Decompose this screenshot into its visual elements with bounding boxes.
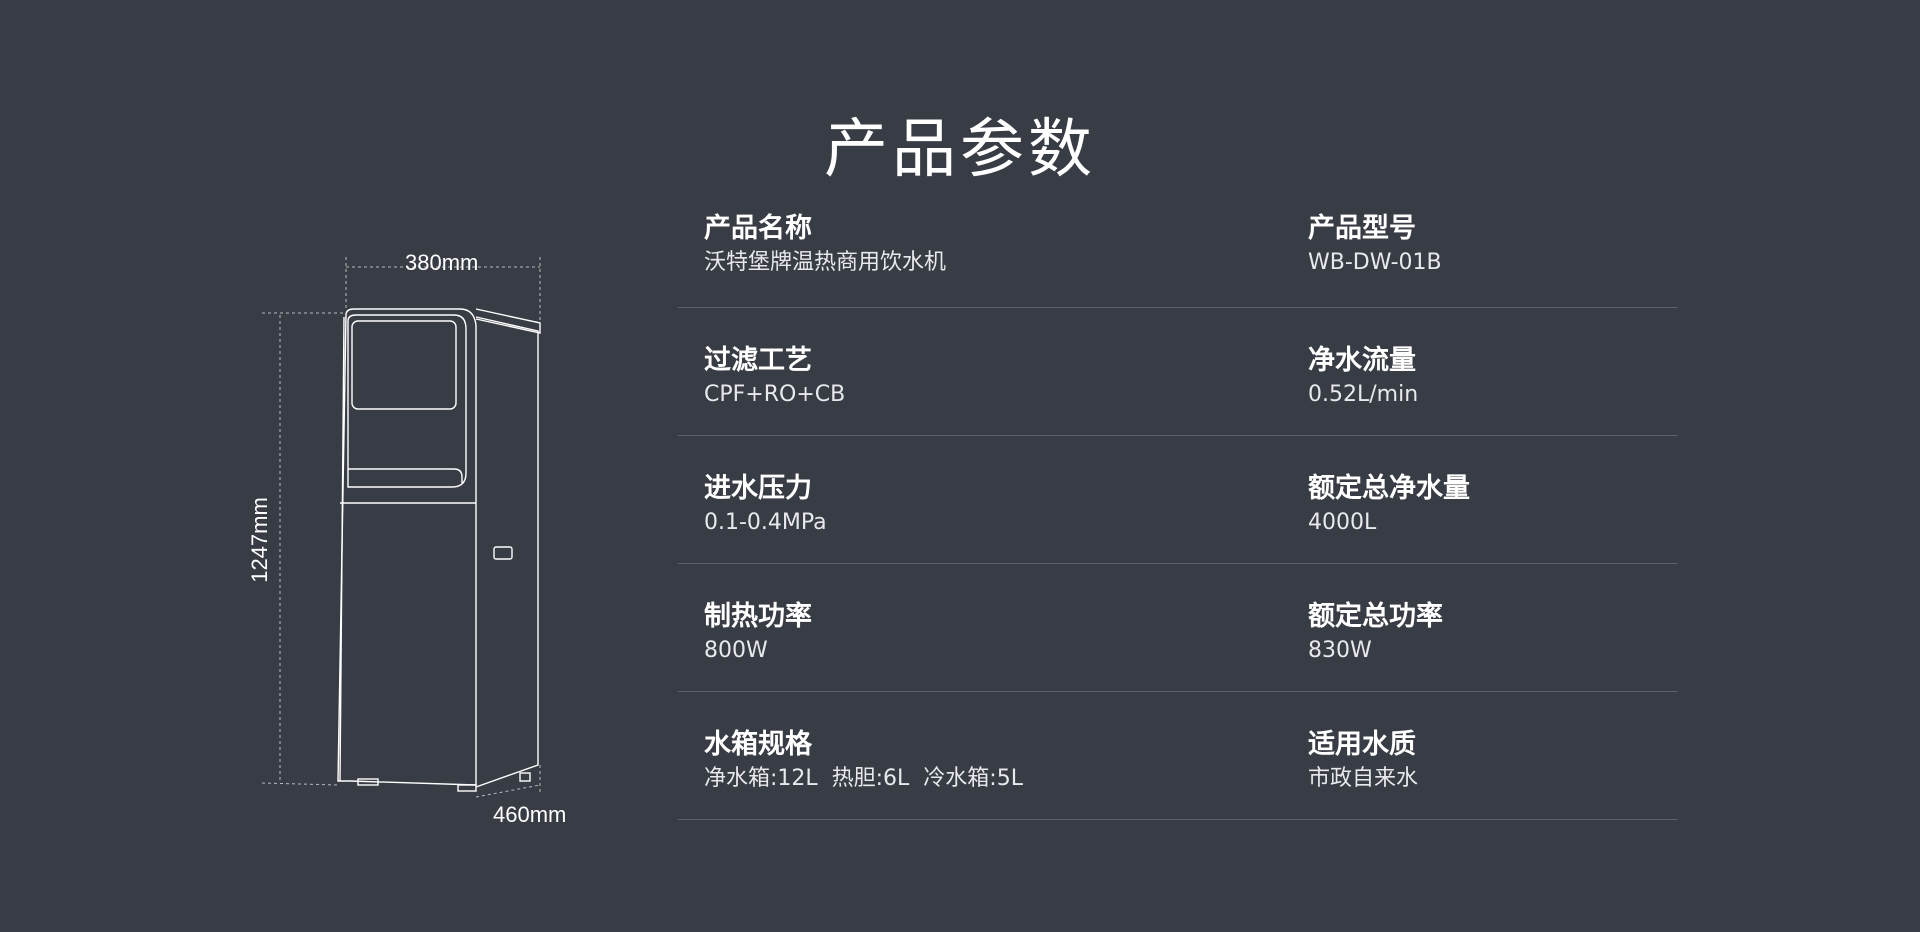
spec-cell: 产品型号 WB-DW-01B: [1308, 200, 1678, 307]
spec-label: 产品型号: [1308, 213, 1416, 244]
spec-cell: 净水流量 0.52L/min: [1308, 308, 1678, 435]
spec-row: 制热功率 800W 额定总功率 830W: [678, 564, 1678, 692]
spec-cell: 进水压力 0.1-0.4MPa: [678, 436, 1308, 563]
water-dispenser-drawing: [261, 257, 541, 798]
spec-label: 过滤工艺: [704, 345, 812, 376]
spec-value: 800W: [704, 638, 768, 663]
spec-cell: 过滤工艺 CPF+RO+CB: [678, 308, 1308, 435]
spec-cell: 额定总功率 830W: [1308, 564, 1678, 691]
spec-label: 额定总功率: [1308, 601, 1443, 632]
spec-label: 净水流量: [1308, 345, 1416, 376]
width-dimension-label: 380mm: [405, 250, 479, 275]
spec-cell: 额定总净水量 4000L: [1308, 436, 1678, 563]
spec-value: WB-DW-01B: [1308, 250, 1442, 275]
spec-row: 过滤工艺 CPF+RO+CB 净水流量 0.52L/min: [678, 308, 1678, 436]
spec-label: 水箱规格: [704, 729, 812, 760]
spec-value: 830W: [1308, 638, 1372, 663]
spec-cell: 适用水质 市政自来水: [1308, 692, 1678, 819]
spec-row: 水箱规格 净水箱:12L 热胆:6L 冷水箱:5L 适用水质 市政自来水: [678, 692, 1678, 820]
spec-cell: 水箱规格 净水箱:12L 热胆:6L 冷水箱:5L: [678, 692, 1308, 819]
spec-value: 0.52L/min: [1308, 382, 1419, 407]
spec-row: 进水压力 0.1-0.4MPa 额定总净水量 4000L: [678, 436, 1678, 564]
spec-value: 沃特堡牌温热商用饮水机: [704, 250, 947, 275]
height-dimension-label: 1247mm: [247, 497, 272, 583]
spec-label: 制热功率: [704, 601, 812, 632]
spec-cell: 产品名称 沃特堡牌温热商用饮水机: [678, 200, 1308, 307]
spec-table: 产品名称 沃特堡牌温热商用饮水机 产品型号 WB-DW-01B 过滤工艺 CPF…: [678, 200, 1678, 820]
spec-label: 适用水质: [1308, 729, 1416, 760]
spec-value: 市政自来水: [1308, 766, 1419, 791]
spec-value: 0.1-0.4MPa: [704, 510, 827, 535]
spec-label: 额定总净水量: [1308, 473, 1470, 504]
spec-label: 产品名称: [704, 213, 812, 244]
spec-value: 4000L: [1308, 510, 1377, 535]
page-title: 产品参数: [824, 113, 1096, 187]
spec-label: 进水压力: [704, 473, 812, 504]
spec-value: CPF+RO+CB: [704, 382, 846, 407]
spec-value: 净水箱:12L 热胆:6L 冷水箱:5L: [704, 766, 1023, 791]
depth-dimension-label: 460mm: [493, 802, 567, 827]
spec-row: 产品名称 沃特堡牌温热商用饮水机 产品型号 WB-DW-01B: [678, 200, 1678, 308]
spec-cell: 制热功率 800W: [678, 564, 1308, 691]
